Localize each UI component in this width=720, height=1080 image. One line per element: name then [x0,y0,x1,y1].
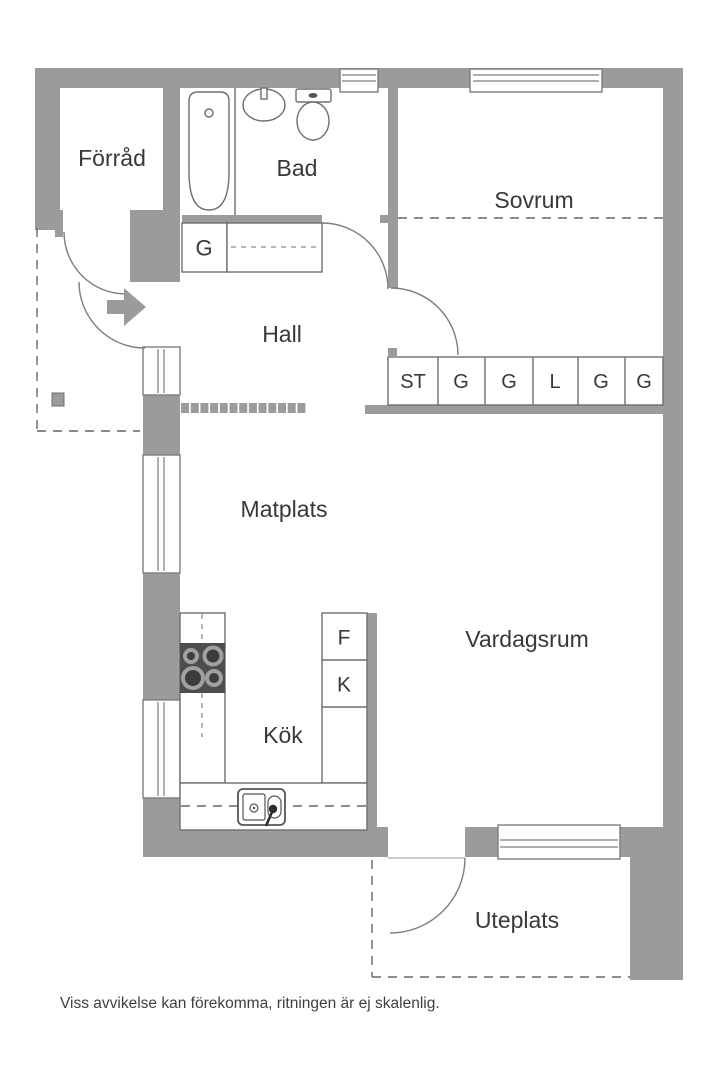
fridge-label: F [338,627,351,650]
matplats-window [142,454,181,574]
entrance-door-arc [78,281,146,349]
disclaimer-text: Viss avvikelse kan förekomma, ritningen … [60,995,440,1012]
entrance-arrow-icon [107,288,146,326]
hall-window [142,346,181,396]
wall-right [663,68,683,857]
hall-closet-box [181,222,228,273]
room-label-kok: Kök [263,722,303,748]
walls [35,68,683,980]
room-label-bad: Bad [277,155,318,181]
wall-left-outer [35,68,60,230]
bathtub-icon [188,91,230,211]
wall-forrad-bottom-stub [35,210,63,229]
closet-row-corner-post [388,348,397,357]
room-labels: Förråd Bad Sovrum Hall Matplats Vardagsr… [78,145,589,933]
closet-label-g3: G [593,371,609,393]
stove-burner [202,645,224,667]
vardagsrum-window [497,824,621,860]
stove-burner [205,669,223,687]
uteplats-door-arc [389,857,466,934]
hall-closet-label: G [195,236,212,261]
wall-left-corner [143,798,180,827]
room-label-forrad: Förråd [78,145,146,171]
sink-tap-handle [264,811,274,827]
wall-bottom-3 [620,827,683,857]
sink-drain-dot [252,806,256,810]
sink-drain [249,803,259,813]
forrad-door-arc [63,231,127,295]
wall-forrad-door-jamb [55,228,63,237]
closet-label-g4: G [636,371,652,393]
uteplats-area [371,857,630,978]
room-divider-squares [181,403,306,413]
wall-sovrum-notch [380,215,388,223]
wall-bottom-1 [143,827,388,857]
bad-door-arc [321,222,389,290]
entry-alcove [36,228,146,432]
wall-kitchen-strip [367,613,377,830]
stove-burner [183,648,199,664]
wall-forrad-right [163,68,180,210]
wall-left-2 [143,573,180,700]
wall-bottom-2 [465,827,498,857]
stove-burner [181,666,205,690]
closet-row: ST G G L G G [387,348,664,406]
sink-tap [260,87,268,100]
wall-left-1 [143,393,180,455]
kitchen: F K [179,612,368,831]
room-label-matplats: Matplats [241,496,328,522]
alcove-post [51,392,65,407]
room-label-hall: Hall [262,321,302,347]
wall-uteplats-column [630,857,683,980]
closet-row-box [387,356,664,406]
closet-label-g1: G [453,371,469,393]
sink-tap-base [268,804,278,814]
freezer-label: K [337,674,351,697]
room-label-uteplats: Uteplats [475,907,559,933]
bathroom-fixtures [188,87,332,215]
closet-label-l: L [549,371,560,393]
wall-bad-bottom [182,215,322,223]
wall-bad-sovrum [388,87,398,288]
kitchen-tall-cabinets [321,612,368,784]
bathtub-drain [204,108,214,118]
sovrum-door-arc [390,287,459,356]
hall-closets: G [181,222,459,356]
closet-label-g2: G [501,371,517,393]
room-label-vardagsrum: Vardagsrum [465,626,589,652]
windows [142,68,621,860]
toilet-icon [296,101,330,141]
kok-window [142,699,181,799]
wall-entry-chunk [130,210,180,282]
room-label-sovrum: Sovrum [494,187,573,213]
closet-label-st: ST [400,371,426,393]
wall-closet-bottom [365,405,683,414]
toilet-button [308,93,318,98]
